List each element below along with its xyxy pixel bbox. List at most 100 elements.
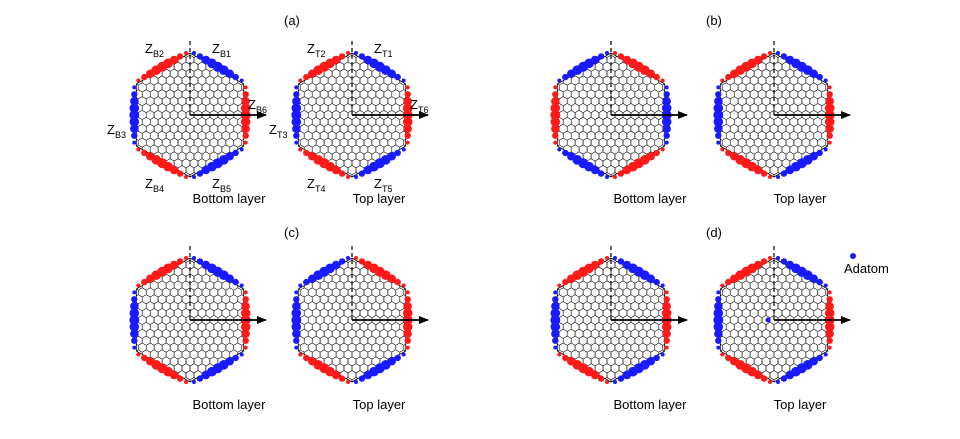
edge-state-dot (597, 375, 605, 382)
panel-label: (b) (706, 13, 722, 28)
edge-state-dot (557, 78, 562, 83)
edge-state-dot (824, 308, 835, 318)
edge-state-dot (617, 258, 625, 265)
edge-state-dot (402, 103, 413, 113)
edge-state-dot (730, 357, 739, 366)
zone-label: ZT1 (374, 41, 392, 59)
edge-state-dot (713, 322, 724, 332)
edge-state-dot (232, 73, 239, 81)
edge-state-dot (201, 165, 211, 175)
edge-state-dot (768, 380, 772, 384)
edge-state-dot (622, 370, 632, 380)
edge-state-dot (129, 308, 140, 318)
edge-state-dot (551, 97, 560, 106)
zone-label: ZB2 (145, 41, 164, 59)
edge-state-dot (338, 53, 346, 60)
zone-label: ZT2 (307, 41, 325, 59)
top-layer-flake (713, 39, 851, 179)
edge-state-dot (664, 290, 669, 295)
top-layer-flake (291, 244, 429, 384)
edge-state-dot (308, 152, 317, 161)
edge-state-dot (557, 352, 562, 357)
edge-state-dot (785, 165, 795, 175)
edge-state-dot (169, 55, 179, 65)
edge-state-dot (225, 274, 234, 283)
bottom-layer-label: Bottom layer (193, 191, 267, 206)
edge-state-dot (760, 170, 768, 177)
edge-state-dot (660, 352, 665, 357)
edge-state-dot (292, 302, 301, 311)
edge-state-dot (401, 352, 406, 357)
flake-outline (297, 52, 407, 178)
edge-state-dot (358, 53, 366, 60)
edge-state-dot (826, 91, 833, 98)
edge-state-dot (132, 140, 137, 145)
edge-state-dot (291, 322, 302, 332)
edge-state-dot (653, 73, 660, 81)
edge-state-dot (715, 91, 722, 98)
edge-state-dot (550, 117, 561, 127)
edge-state-dot (192, 256, 196, 260)
edge-state-dot (239, 147, 244, 152)
edge-state-dot (298, 352, 303, 357)
edge-state-dot (816, 73, 823, 81)
edge-state-dot (646, 274, 655, 283)
edge-state-dot (553, 140, 558, 145)
edge-state-dot (196, 53, 204, 60)
edge-state-dot (241, 329, 250, 338)
edge-state-dot (192, 175, 196, 179)
edge-state-dot (716, 345, 721, 350)
edge-state-dot (551, 329, 560, 338)
edge-state-dot (776, 175, 780, 179)
edge-state-dot (809, 274, 818, 283)
edge-state-dot (240, 308, 251, 318)
zone-label: ZB4 (145, 176, 164, 194)
edge-state-dot (660, 78, 665, 83)
bottom-layer-label: Bottom layer (614, 191, 688, 206)
edge-state-dot (404, 91, 411, 98)
edge-state-dot (553, 85, 558, 90)
edge-state-dot (776, 256, 780, 260)
edge-state-dot (131, 132, 138, 139)
panel-label: (c) (284, 225, 299, 240)
edge-state-dot (825, 124, 834, 133)
edge-state-dot (196, 375, 204, 382)
edge-state-dot (646, 69, 655, 78)
edge-state-dot (129, 322, 140, 332)
edge-state-dot (293, 91, 300, 98)
edge-state-dot (303, 73, 310, 81)
edge-state-dot (169, 260, 179, 270)
edge-state-dot (714, 97, 723, 106)
edge-state-dot (192, 380, 196, 384)
edge-state-dot (776, 51, 780, 55)
edge-state-dot (243, 290, 248, 295)
edge-state-dot (401, 78, 406, 83)
edge-state-dot (715, 296, 722, 303)
edge-state-dot (720, 147, 725, 152)
edge-state-dot (725, 278, 732, 286)
top-layer-label: Top layer (774, 397, 827, 412)
edge-state-dot (617, 375, 625, 382)
edge-state-dot (232, 278, 239, 286)
edge-state-dot (308, 357, 317, 366)
edge-state-dot (141, 149, 148, 157)
edge-state-dot (394, 149, 401, 157)
edge-state-dot (240, 322, 251, 332)
edge-state-dot (141, 278, 148, 286)
edge-state-dot (825, 329, 834, 338)
edge-state-dot (141, 73, 148, 81)
edge-state-dot (605, 256, 609, 260)
flake-outline (556, 257, 666, 383)
edge-state-dot (184, 51, 188, 55)
edge-state-dot (405, 140, 410, 145)
edge-state-dot (129, 110, 140, 120)
edge-state-dot (346, 175, 350, 179)
edge-state-dot (132, 85, 137, 90)
edge-state-dot (292, 97, 301, 106)
edge-state-dot (240, 103, 251, 113)
edge-state-dot (816, 278, 823, 286)
zone-label: ZT3 (269, 122, 287, 140)
